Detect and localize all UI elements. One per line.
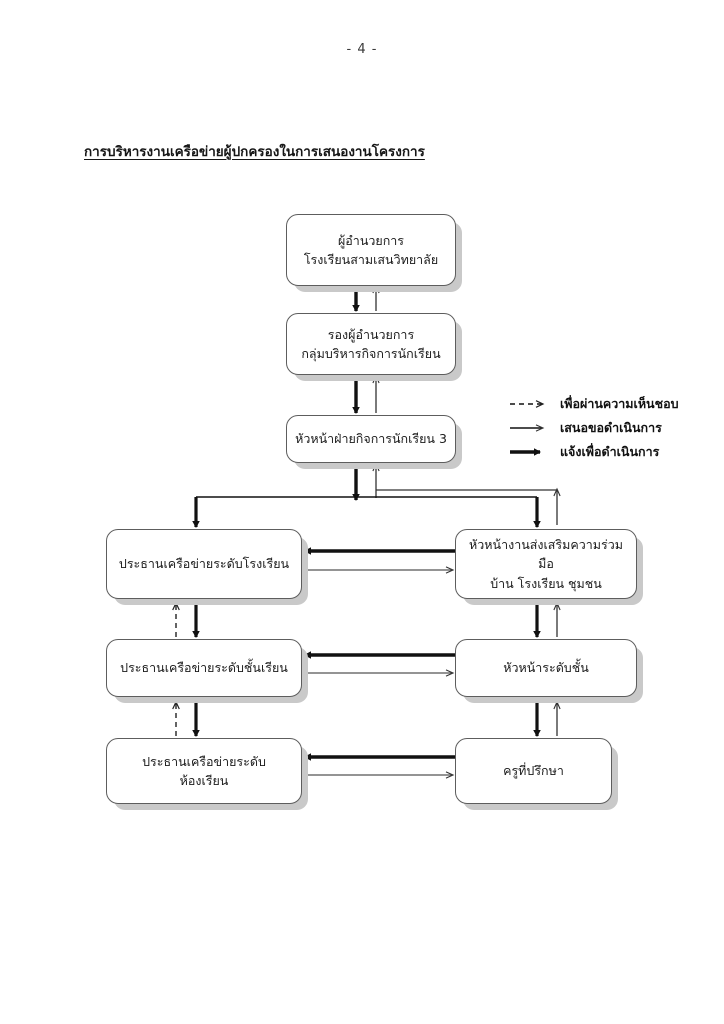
node-chair-school-level[interactable]: ประธานเครือข่ายระดับโรงเรียน bbox=[106, 529, 302, 599]
node-chair-classroom-line2: ห้องเรียน bbox=[179, 773, 229, 788]
page-number: - 4 - bbox=[346, 42, 378, 57]
node-head-level-line1: หัวหน้าระดับชั้น bbox=[503, 660, 589, 676]
node-deputy-director[interactable]: รองผู้อำนวยการ กลุ่มบริหารกิจการนักเรียน bbox=[286, 313, 456, 375]
node-director-line2: โรงเรียนสามเสนวิทยาลัย bbox=[303, 252, 439, 267]
legend-label-request: เสนอขอดำเนินการ bbox=[560, 420, 662, 435]
node-head-coop-line2: บ้าน โรงเรียน ชุมชน bbox=[490, 575, 602, 591]
node-chair-classlevel-line1: ประธานเครือข่ายระดับชั้นเรียน bbox=[120, 660, 288, 676]
node-advisor-teacher[interactable]: ครูที่ปรึกษา bbox=[455, 738, 612, 804]
node-chair-class-level[interactable]: ประธานเครือข่ายระดับชั้นเรียน bbox=[106, 639, 302, 697]
node-head-student-affairs[interactable]: หัวหน้าฝ่ายกิจการนักเรียน 3 bbox=[286, 415, 456, 463]
node-head-cooperation[interactable]: หัวหน้างานส่งเสริมความร่วมมือ บ้าน โรงเร… bbox=[455, 529, 637, 599]
node-deputy-line1: รองผู้อำนวยการ bbox=[327, 326, 415, 342]
node-head-coop-line1: หัวหน้างานส่งเสริมความร่วมมือ bbox=[469, 536, 623, 572]
node-advisor-line1: ครูที่ปรึกษา bbox=[503, 763, 564, 779]
legend-item-request: เสนอขอดำเนินการ bbox=[508, 416, 693, 440]
node-director-line1: ผู้อำนวยการ bbox=[337, 232, 405, 248]
dashed-arrow-icon bbox=[510, 400, 545, 408]
legend-label-notify: แจ้งเพื่อดำเนินการ bbox=[560, 444, 660, 459]
legend: เพื่อผ่านความเห็นชอบ เสนอขอดำเนินการ แจ้… bbox=[508, 392, 693, 464]
thick-arrow-icon bbox=[510, 448, 542, 456]
node-chair-classroom-line1: ประธานเครือข่ายระดับ bbox=[142, 753, 266, 769]
page-title: การบริหารงานเครือข่ายผู้ปกครองในการเสนอง… bbox=[84, 144, 425, 160]
thin-arrow-icon bbox=[510, 424, 545, 432]
node-chair-classroom-level[interactable]: ประธานเครือข่ายระดับ ห้องเรียน bbox=[106, 738, 302, 804]
node-head-affairs-line1: หัวหน้าฝ่ายกิจการนักเรียน 3 bbox=[295, 431, 447, 447]
legend-item-approval: เพื่อผ่านความเห็นชอบ bbox=[508, 392, 693, 416]
node-director[interactable]: ผู้อำนวยการ โรงเรียนสามเสนวิทยาลัย bbox=[286, 214, 456, 286]
node-chair-school-line1: ประธานเครือข่ายระดับโรงเรียน bbox=[118, 556, 290, 572]
node-deputy-line2: กลุ่มบริหารกิจการนักเรียน bbox=[301, 346, 441, 361]
node-head-grade-level[interactable]: หัวหน้าระดับชั้น bbox=[455, 639, 637, 697]
legend-label-approval: เพื่อผ่านความเห็นชอบ bbox=[560, 396, 679, 411]
legend-item-notify: แจ้งเพื่อดำเนินการ bbox=[508, 440, 693, 464]
